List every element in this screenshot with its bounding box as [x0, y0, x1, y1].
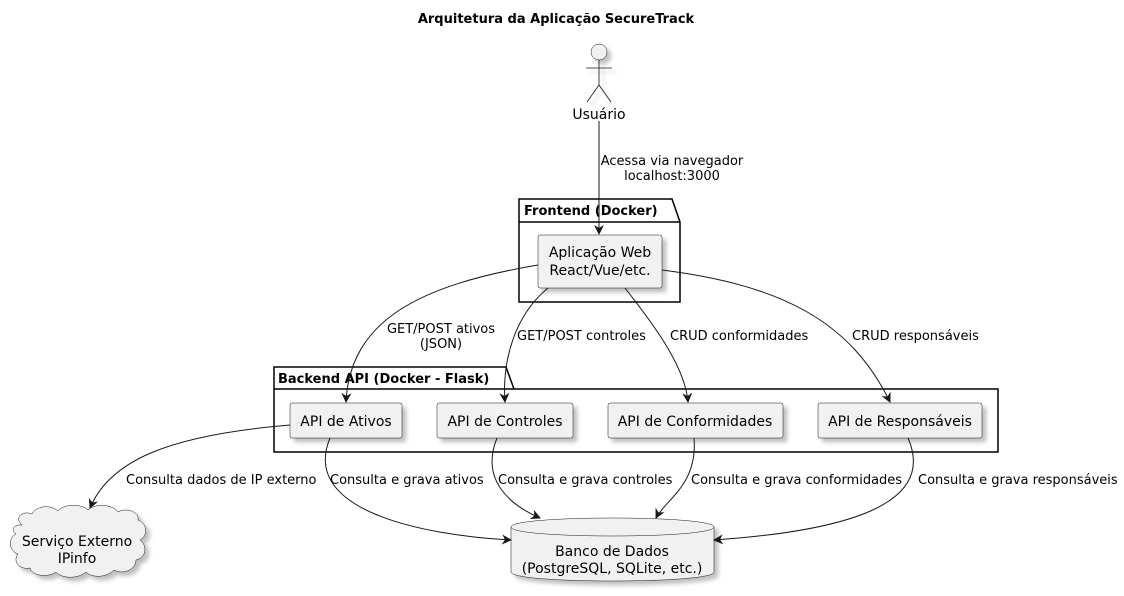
actor-label: Usuário — [572, 107, 625, 123]
api-controles-label: API de Controles — [447, 414, 562, 430]
edge-web-to-controles-label: GET/POST controles — [517, 329, 646, 344]
external-service-cloud: Serviço Externo IPinfo — [10, 505, 146, 578]
edge-responsaveis-to-db: Consulta e grava responsáveis — [713, 437, 1118, 545]
edge-ativos-to-db-label: Consulta e grava ativos — [330, 473, 484, 488]
user-actor — [586, 43, 612, 103]
edge-conformidades-to-db-label: Consulta e grava conformidades — [691, 473, 902, 488]
api-responsaveis-node: API de Responsáveis — [817, 402, 983, 439]
edge-user-to-web: Acessa via navegador localhost:3000 — [594, 121, 744, 235]
edge-web-to-responsaveis: CRUD responsáveis — [661, 269, 979, 403]
edge-web-to-ativos: GET/POST ativos (JSON) — [341, 264, 539, 403]
edge-ativos-to-external-label: Consulta dados de IP externo — [126, 473, 317, 488]
external-service-label-line1: Serviço Externo — [22, 534, 132, 550]
edge-web-to-ativos-label-line1: GET/POST ativos — [387, 322, 495, 337]
database-label-line1: Banco de Dados — [555, 544, 669, 560]
api-controles-node: API de Controles — [436, 402, 574, 439]
database-label-line2: (PostgreSQL, SQLite, etc.) — [522, 561, 703, 577]
diagram-title: Arquitetura da Aplicação SecureTrack — [418, 12, 695, 27]
edge-ativos-to-db: Consulta e grava ativos — [324, 437, 512, 545]
web-app-node: Aplicação Web React/Vue/etc. — [537, 234, 663, 289]
backend-package-label: Backend API (Docker - Flask) — [278, 372, 489, 387]
api-ativos-node: API de Ativos — [289, 402, 403, 439]
edge-web-to-responsaveis-label: CRUD responsáveis — [852, 329, 979, 344]
edge-web-to-controles: GET/POST controles — [499, 287, 646, 403]
edge-controles-to-db: Consulta e grava controles — [491, 437, 673, 520]
edge-user-to-web-label-line2: localhost:3000 — [624, 169, 720, 184]
web-app-label-line2: React/Vue/etc. — [549, 263, 650, 279]
edge-controles-to-db-label: Consulta e grava controles — [498, 473, 673, 488]
api-conformidades-node: API de Conformidades — [607, 402, 784, 439]
external-service-label-line2: IPinfo — [58, 551, 97, 567]
frontend-package-label: Frontend (Docker) — [524, 204, 658, 219]
edge-user-to-web-label-line1: Acessa via navegador — [601, 154, 744, 169]
edge-ativos-to-external: Consulta dados de IP externo — [88, 424, 317, 509]
web-app-label-line1: Aplicação Web — [549, 245, 651, 261]
database-node: Banco de Dados (PostgreSQL, SQLite, etc.… — [510, 517, 715, 582]
api-conformidades-label: API de Conformidades — [618, 414, 773, 430]
api-ativos-label: API de Ativos — [300, 414, 391, 430]
edge-responsaveis-to-db-label: Consulta e grava responsáveis — [918, 473, 1118, 488]
api-responsaveis-label: API de Responsáveis — [828, 414, 972, 430]
edge-web-to-conformidades: CRUD conformidades — [624, 287, 808, 403]
edge-web-to-ativos-label-line2: (JSON) — [420, 337, 462, 352]
edge-conformidades-to-db: Consulta e grava conformidades — [655, 437, 902, 519]
edge-web-to-conformidades-label: CRUD conformidades — [670, 329, 808, 344]
